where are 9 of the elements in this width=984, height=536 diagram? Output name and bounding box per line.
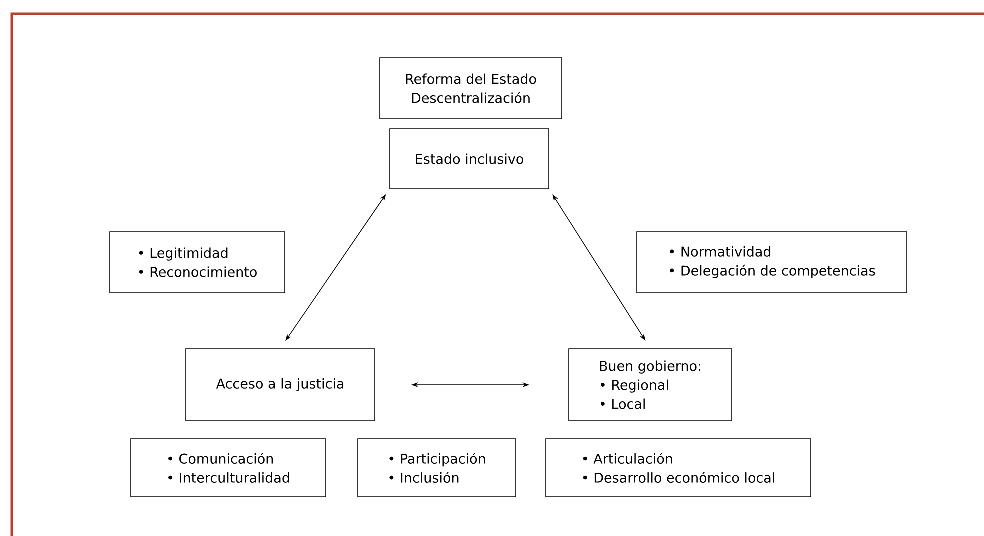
heading-box: Reforma del Estado Descentralización <box>380 58 562 120</box>
process-box: Acceso a la justicia <box>186 348 376 422</box>
process-box: Estado inclusivo <box>390 128 550 190</box>
note-box: • Articulación • Desarrollo económico local <box>546 438 812 498</box>
note-box: • Comunicación • Interculturalidad <box>130 438 326 498</box>
note-box: • Participación • Inclusión <box>358 438 516 498</box>
note-box: • Legitimidad • Reconocimiento <box>110 232 286 294</box>
process-box: Buen gobierno: • Regional • Local <box>568 348 732 422</box>
note-box: • Normatividad • Delegación de competencias <box>636 232 908 294</box>
